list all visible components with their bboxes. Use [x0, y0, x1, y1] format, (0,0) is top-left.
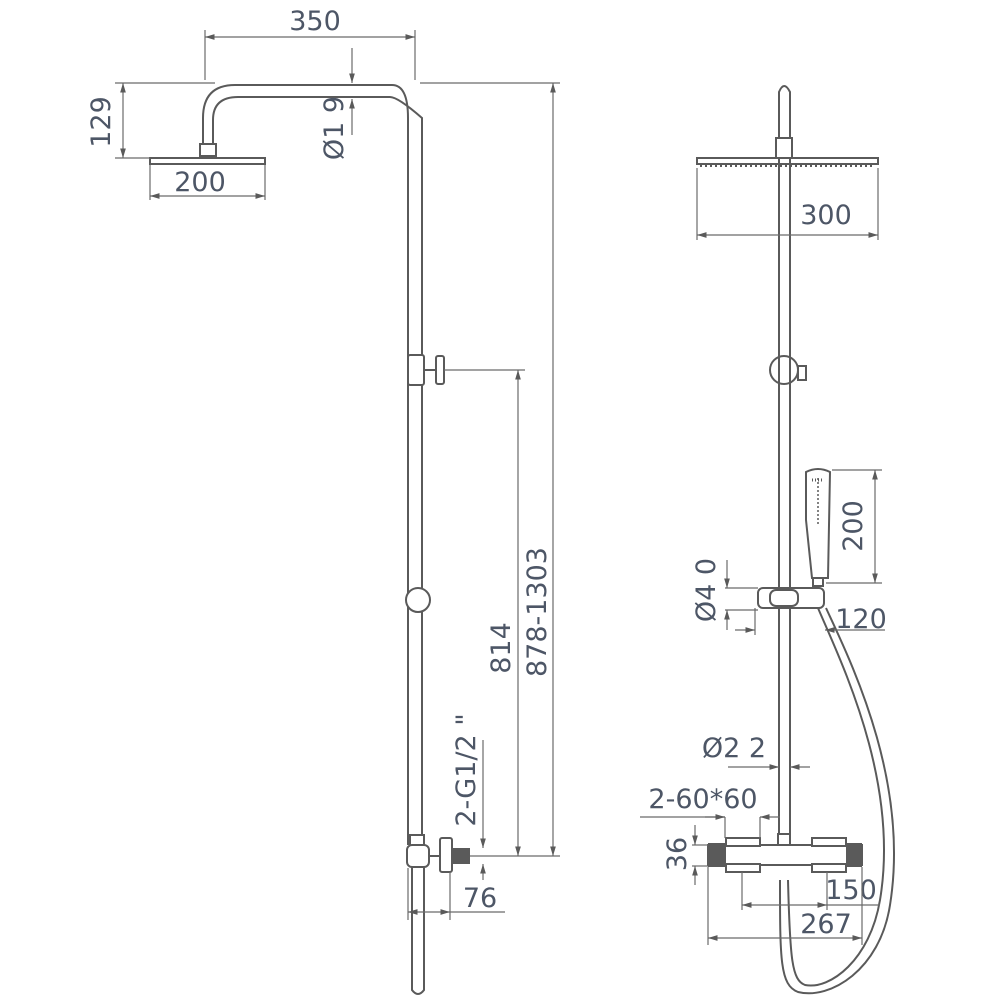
dim-200-head: 200: [174, 167, 226, 198]
thermostatic-mixer: [707, 844, 863, 866]
front-view: 300 200 Ø4 0 120 Ø2 2 2-60*60 36 150 267: [640, 85, 895, 995]
slider-knob: [405, 587, 431, 613]
head-connector: [199, 143, 217, 157]
riser-pipe: [778, 85, 791, 860]
dim-267: 267: [800, 909, 852, 940]
dim-300: 300: [800, 200, 852, 231]
hose: [787, 607, 885, 987]
dim-120: 120: [835, 604, 887, 635]
dim-150: 150: [825, 875, 877, 906]
wall-bracket-front: [769, 355, 799, 385]
dim-814: 814: [486, 622, 517, 674]
left-side-view: 350 129 200 Ø1 9 878-1303 814 2-G1/2 " 7…: [86, 6, 560, 995]
dim-flange: 2-60*60: [648, 784, 757, 815]
dim-350: 350: [289, 6, 341, 37]
dim-riser-diameter: Ø2 2: [702, 733, 766, 764]
shower-arm: [202, 84, 409, 845]
dim-slider-diameter: Ø4 0: [691, 558, 722, 622]
dim-129: 129: [86, 96, 117, 148]
dim-36: 36: [662, 837, 693, 871]
elbow-fitting: [406, 844, 430, 868]
dim-pipe-diameter: Ø1 9: [319, 96, 350, 160]
shower-head: [149, 157, 266, 165]
shower-head-front: [696, 157, 879, 165]
wall-bracket: [407, 354, 425, 386]
dim-76: 76: [463, 883, 497, 914]
dim-878-1303: 878-1303: [522, 547, 553, 677]
dim-inlet-thread: 2-G1/2 ": [451, 713, 482, 826]
dim-200-hand: 200: [838, 500, 869, 552]
inlet-thread: [452, 848, 470, 864]
